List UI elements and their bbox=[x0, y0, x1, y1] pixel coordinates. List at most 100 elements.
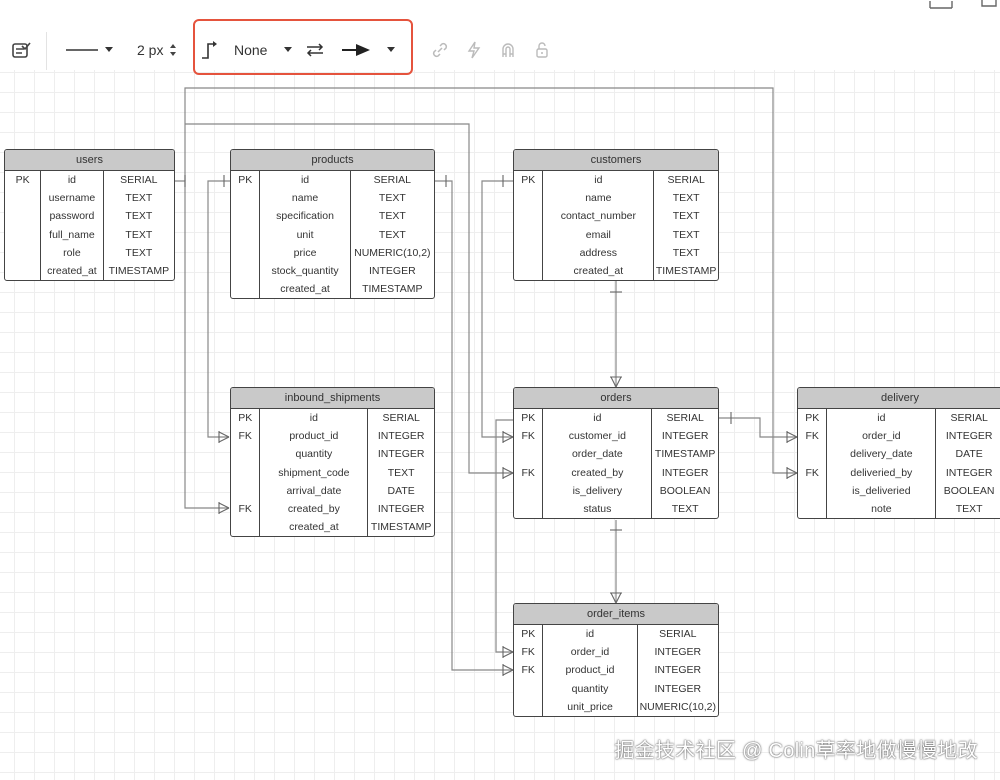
format-panel-icon[interactable] bbox=[8, 38, 34, 62]
comment-icon[interactable] bbox=[978, 0, 1000, 10]
field-cell: status bbox=[543, 499, 653, 519]
waypoint-style-dropdown[interactable]: None bbox=[226, 40, 298, 60]
type-cell: NUMERIC(10,2) bbox=[354, 246, 431, 259]
type-cell: SERIAL bbox=[667, 174, 705, 186]
type-cell: TEXT bbox=[125, 228, 153, 241]
type-cell: INTEGER bbox=[377, 502, 425, 515]
key-cell bbox=[5, 261, 42, 281]
type-cell: TEXT bbox=[125, 246, 153, 259]
type-cell: TIMESTAMP bbox=[655, 264, 717, 277]
arrowhead-dropdown[interactable] bbox=[338, 40, 404, 60]
type-cell: DATE bbox=[387, 484, 415, 497]
key-cell bbox=[514, 243, 544, 262]
type-cell: TEXT bbox=[125, 192, 153, 205]
type-cell: TIMESTAMP bbox=[654, 448, 716, 461]
key-cell bbox=[514, 207, 544, 226]
stroke-width-stepper[interactable]: 2 px bbox=[132, 40, 184, 60]
table-title: delivery bbox=[798, 388, 1000, 409]
lightning-icon[interactable] bbox=[462, 38, 486, 62]
field-cell: name bbox=[260, 189, 351, 208]
toolbar: 2 px None bbox=[0, 0, 1000, 75]
type-cell: INTEGER bbox=[377, 430, 425, 443]
key-cell bbox=[5, 189, 42, 208]
field-cell: role bbox=[41, 243, 104, 262]
table-row[interactable]: role TEXT bbox=[5, 243, 174, 262]
field-cell: created_at bbox=[260, 518, 369, 537]
table-title: products bbox=[231, 150, 434, 171]
type-cell: TIMESTAMP bbox=[370, 521, 432, 534]
reverse-arrows-icon[interactable] bbox=[303, 38, 327, 62]
type-cell: TEXT bbox=[125, 210, 153, 223]
field-cell: quantity bbox=[543, 679, 638, 698]
line-style-dropdown[interactable] bbox=[62, 40, 118, 60]
waypoint-icon[interactable] bbox=[198, 38, 220, 62]
type-cell: DATE bbox=[955, 448, 983, 461]
type-cell: TEXT bbox=[671, 502, 699, 515]
magnet-icon[interactable] bbox=[496, 38, 520, 62]
key-cell: PK bbox=[514, 409, 544, 428]
lock-icon[interactable] bbox=[530, 38, 554, 62]
link-icon[interactable] bbox=[428, 38, 452, 62]
table-row[interactable]: status TEXT bbox=[514, 499, 718, 519]
type-cell: TEXT bbox=[672, 228, 700, 241]
key-cell bbox=[231, 280, 261, 299]
type-cell: TEXT bbox=[378, 228, 406, 241]
field-cell: customer_id bbox=[543, 427, 653, 446]
share-icon[interactable] bbox=[926, 0, 956, 10]
field-cell: order_date bbox=[543, 445, 653, 464]
field-cell: unit_price bbox=[543, 697, 638, 716]
stepper-arrows-icon[interactable] bbox=[168, 42, 178, 58]
type-cell: SERIAL bbox=[120, 174, 158, 186]
key-cell bbox=[5, 225, 42, 244]
